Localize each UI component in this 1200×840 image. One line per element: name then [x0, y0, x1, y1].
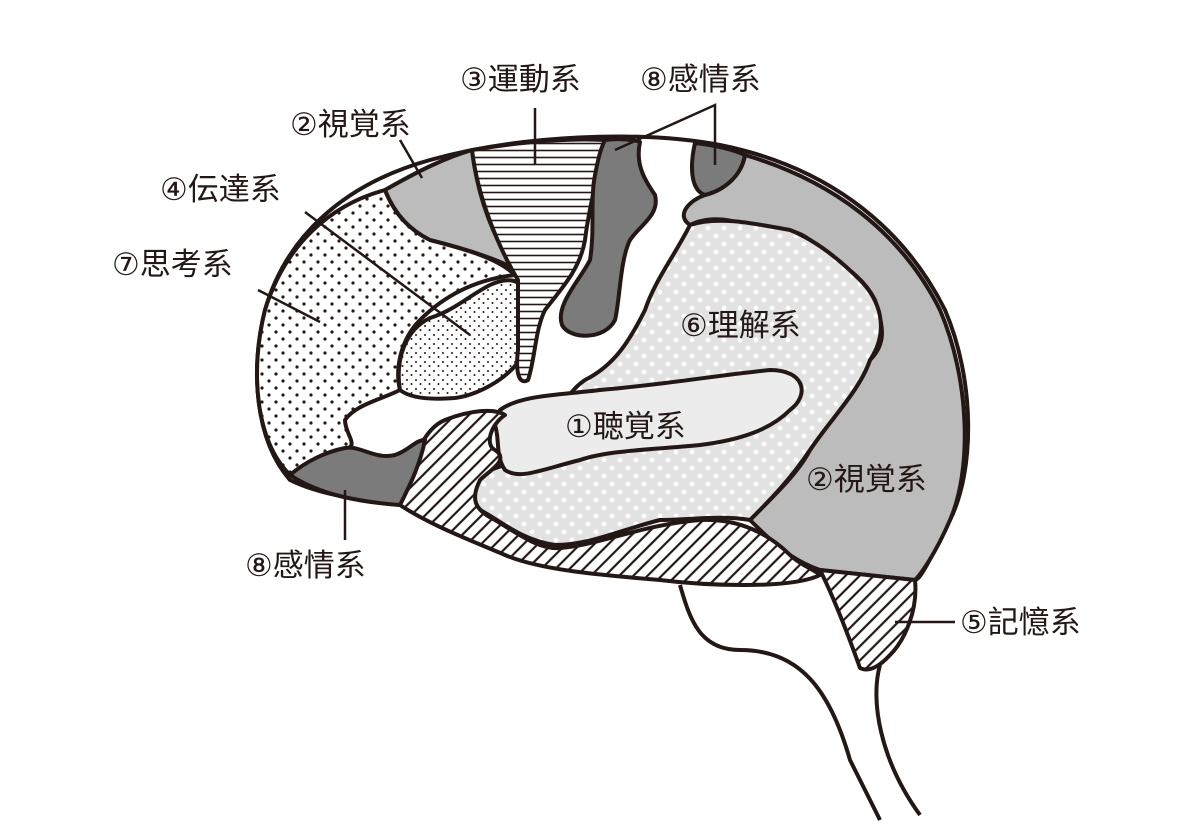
label-emotion-bottom: ⑧感情系	[245, 548, 366, 584]
label-understanding: ⑥理解系	[680, 308, 801, 344]
label-transmission: ④伝達系	[160, 172, 281, 208]
region-emotion-bottom	[288, 438, 427, 507]
brainstem	[678, 584, 922, 821]
label-thinking: ⑦思考系	[112, 247, 233, 283]
label-motor: ③運動系	[460, 62, 581, 98]
region-memory	[818, 568, 918, 672]
label-visual-top: ②視覚系	[290, 107, 411, 143]
label-emotion-top: ⑧感情系	[640, 62, 761, 98]
region-temporal	[398, 408, 822, 587]
region-emotion-top-1	[558, 137, 658, 338]
label-memory: ⑤記憶系	[960, 605, 1081, 641]
leader-lines	[257, 103, 955, 624]
region-auditory	[493, 368, 804, 477]
label-auditory: ①聴覚系	[565, 409, 686, 445]
label-visual-right: ②視覚系	[806, 462, 927, 498]
region-transmission	[396, 278, 527, 401]
region-motor	[470, 137, 607, 384]
